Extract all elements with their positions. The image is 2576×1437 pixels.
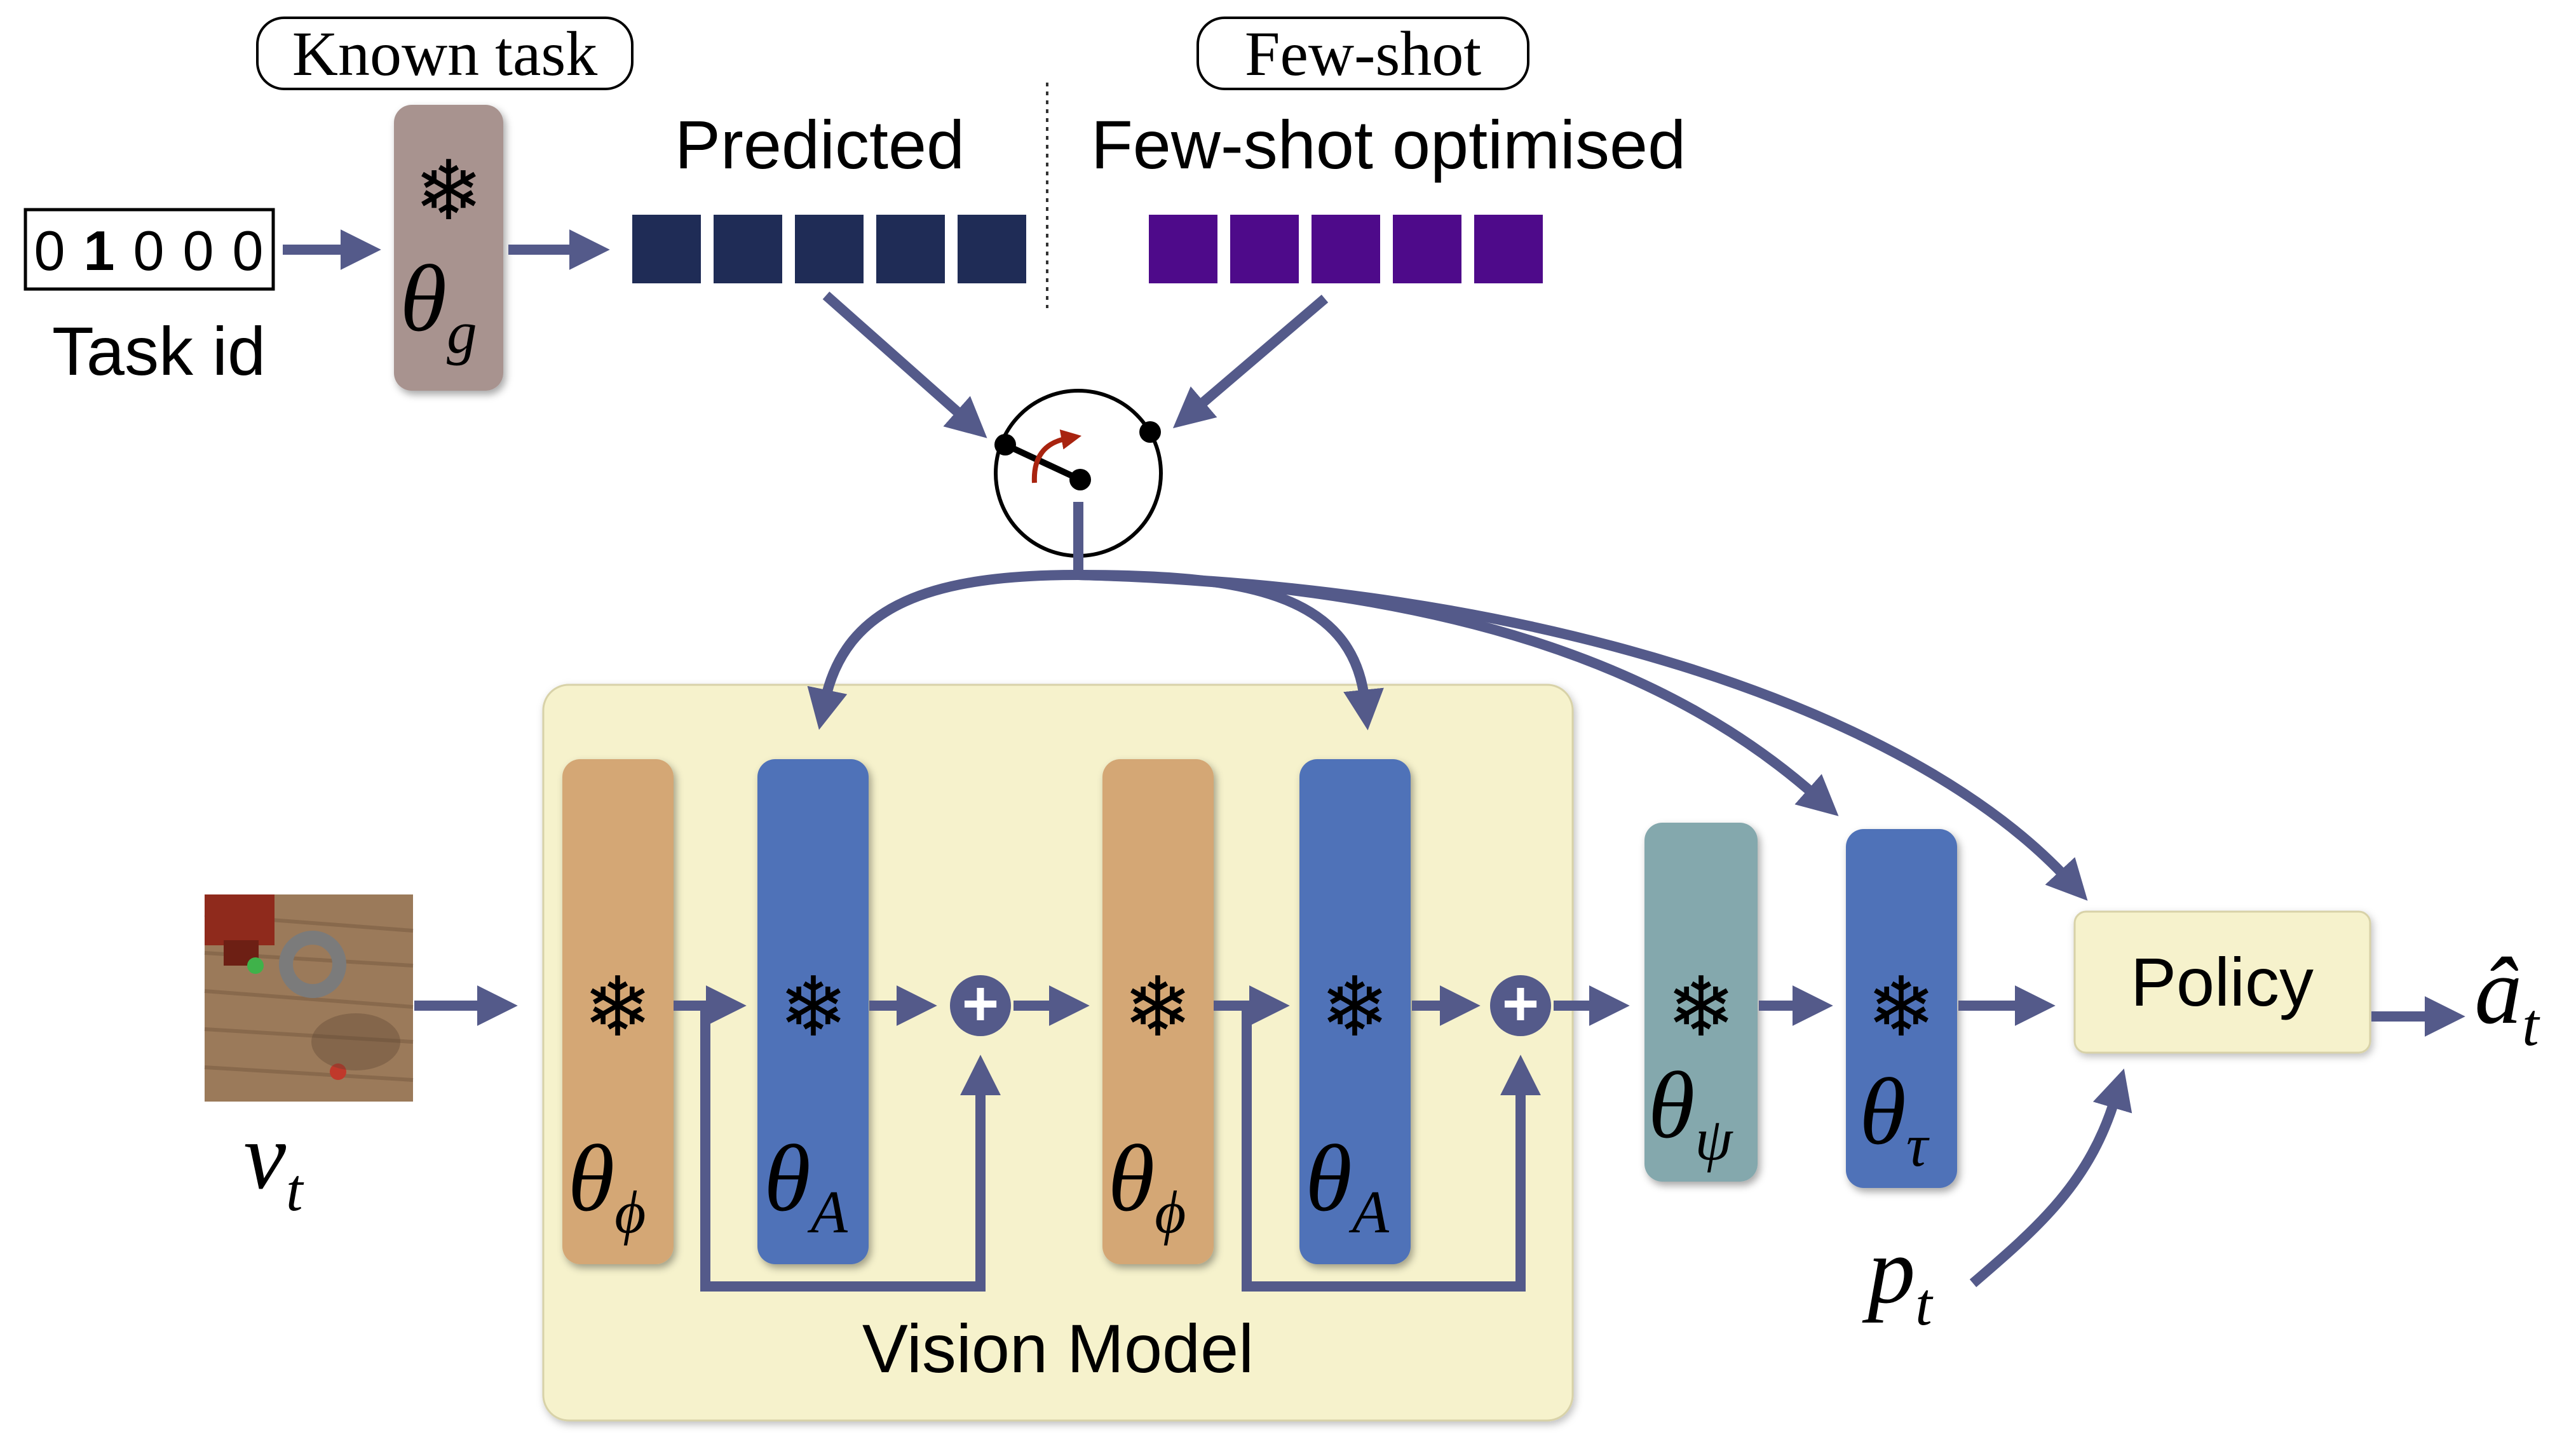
theta-phi-symbol: θϕ [1108, 1126, 1186, 1246]
arrow-proprio-to-policy [1969, 1069, 2132, 1288]
predicted-embedding-cell [795, 215, 864, 283]
predicted-embedding-cell [958, 215, 1026, 283]
sum-node-1 [950, 975, 1011, 1036]
vision-model-label: Vision Model [862, 1310, 1254, 1387]
adapter-block-1 [757, 759, 869, 1264]
task-id-digit: 0 [233, 219, 264, 282]
few-shot-embedding-cell [1474, 215, 1543, 283]
predicted-embedding-cell [632, 215, 701, 283]
task-id-box [24, 208, 275, 291]
few-shot-optimised-label: Few-shot optimised [1091, 106, 1686, 183]
predicted-embedding [632, 215, 1026, 283]
arrow-to-policy [1078, 570, 2088, 901]
switch-contact-right [1139, 421, 1161, 443]
backbone-block-2 [1102, 759, 1214, 1264]
skip-connection-1 [700, 1006, 1001, 1292]
switch-arrow-icon [1031, 429, 1082, 483]
task-id-digit: 0 [183, 219, 214, 282]
known-task-badge [256, 17, 634, 90]
task-id-digit: 1 [84, 219, 115, 282]
skip-connection-2 [1242, 1006, 1541, 1292]
predicted-label: Predicted [675, 106, 965, 183]
theta-g-symbol: θg [400, 246, 477, 366]
switch-pivot [1069, 469, 1091, 490]
frozen-icon: ❄ [1667, 959, 1736, 1055]
few-shot-badge [1196, 17, 1529, 90]
theta-psi-symbol: θψ [1648, 1053, 1734, 1173]
action-symbol: ât [2474, 938, 2540, 1058]
predicted-embedding-cell [876, 215, 945, 283]
few-shot-embedding-cell [1230, 215, 1299, 283]
theta-phi-symbol: θϕ [568, 1126, 646, 1246]
projection-block [1644, 823, 1758, 1182]
arrow-predicted-to-switch [822, 292, 987, 438]
task-id-digit: 0 [34, 219, 65, 282]
backbone-block-1 [562, 759, 674, 1264]
switch-contact-left [994, 434, 1016, 455]
frozen-icon: ❄ [1123, 959, 1193, 1055]
conditioning-block [1846, 829, 1957, 1188]
sum-node-2 [1490, 975, 1551, 1036]
arrow-to-adapter-1 [807, 570, 1079, 730]
theta-a-symbol: θA [764, 1126, 848, 1246]
known-task-label: Known task [292, 18, 598, 89]
observation-image [204, 894, 414, 1102]
policy-label: Policy [2131, 943, 2314, 1020]
frozen-icon: ❄ [779, 959, 848, 1055]
switch-lever [1003, 442, 1082, 483]
hypernetwork-block [394, 105, 503, 391]
adapter-block-2 [1299, 759, 1411, 1264]
policy-block [2073, 910, 2371, 1054]
few-shot-embedding-cell [1393, 215, 1461, 283]
task-id-digit: 0 [133, 219, 165, 282]
arrow-fewshot-to-switch [1172, 294, 1329, 429]
theta-tau-symbol: θτ [1859, 1059, 1930, 1179]
task-id-label: Task id [52, 313, 266, 389]
plus-icon: + [962, 968, 999, 1039]
frozen-icon: ❄ [1867, 959, 1936, 1055]
frozen-icon: ❄ [1320, 959, 1390, 1055]
few-shot-embedding-cell [1149, 215, 1217, 283]
theta-a-symbol: θA [1305, 1126, 1390, 1246]
few-shot-label: Few-shot [1245, 18, 1481, 89]
frozen-icon: ❄ [583, 959, 653, 1055]
frozen-icon: ❄ [414, 142, 484, 239]
plus-icon: + [1502, 968, 1539, 1039]
v-t-symbol: vt [244, 1103, 305, 1224]
few-shot-embedding [1149, 215, 1543, 283]
few-shot-embedding-cell [1312, 215, 1380, 283]
p-t-symbol: pt [1862, 1218, 1934, 1338]
predicted-embedding-cell [714, 215, 782, 283]
